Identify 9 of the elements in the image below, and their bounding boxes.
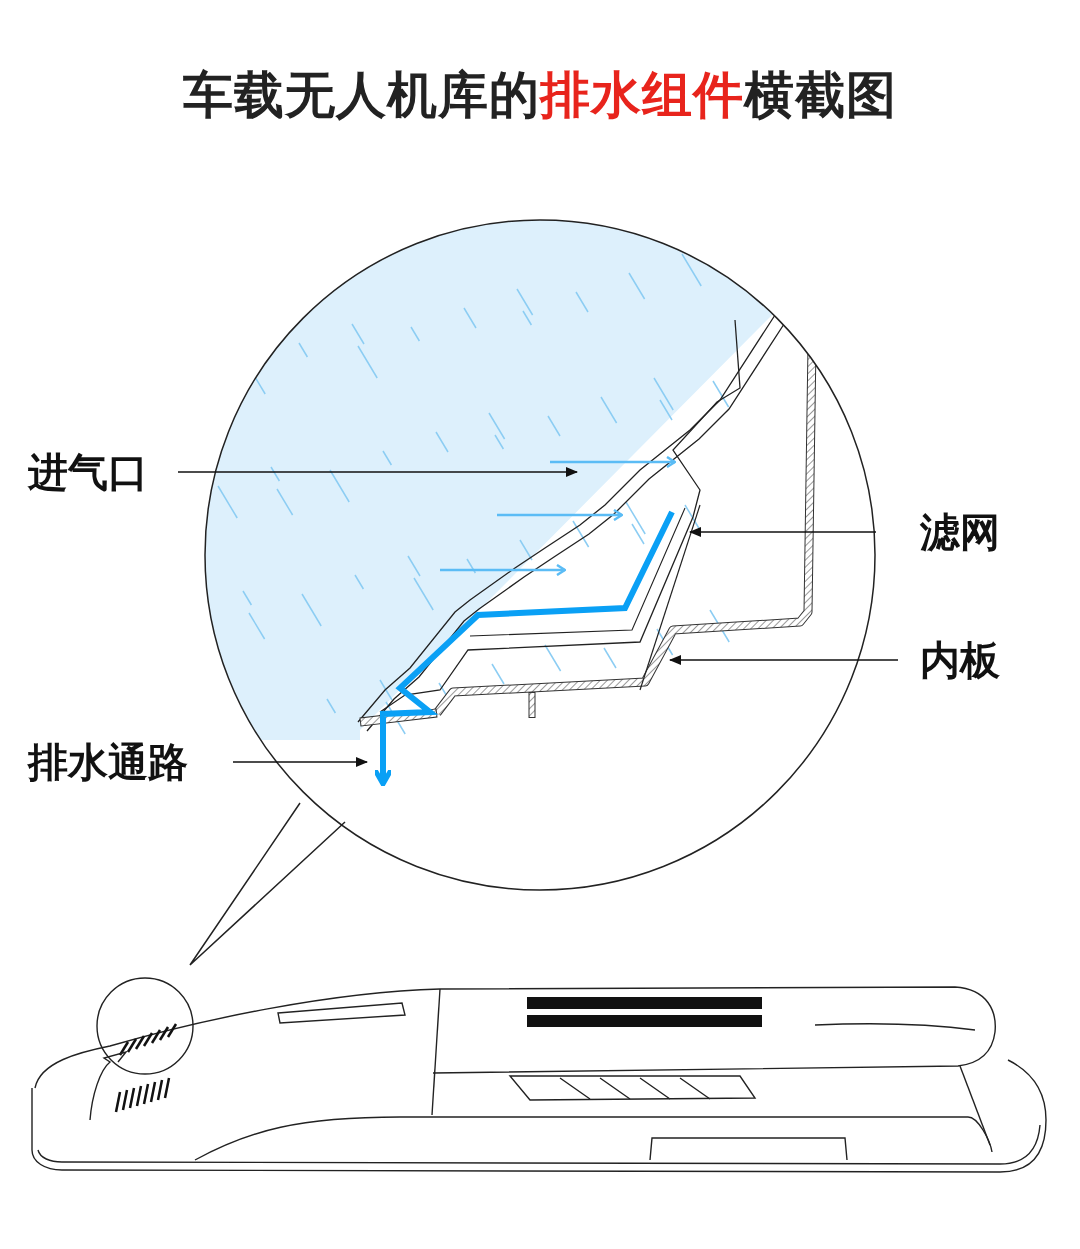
callout-label: 内板: [898, 636, 1016, 684]
callout-label: 滤网: [876, 508, 1016, 556]
leader-line: [669, 655, 899, 665]
diagram-title: 车载无人机库的排水组件横截图: [182, 65, 898, 126]
callout-label: 排水通路: [28, 738, 233, 786]
leader-line: [177, 467, 578, 477]
leader-line: [232, 757, 368, 767]
leader-line: [689, 527, 877, 537]
callout-label: 进气口: [28, 448, 178, 496]
